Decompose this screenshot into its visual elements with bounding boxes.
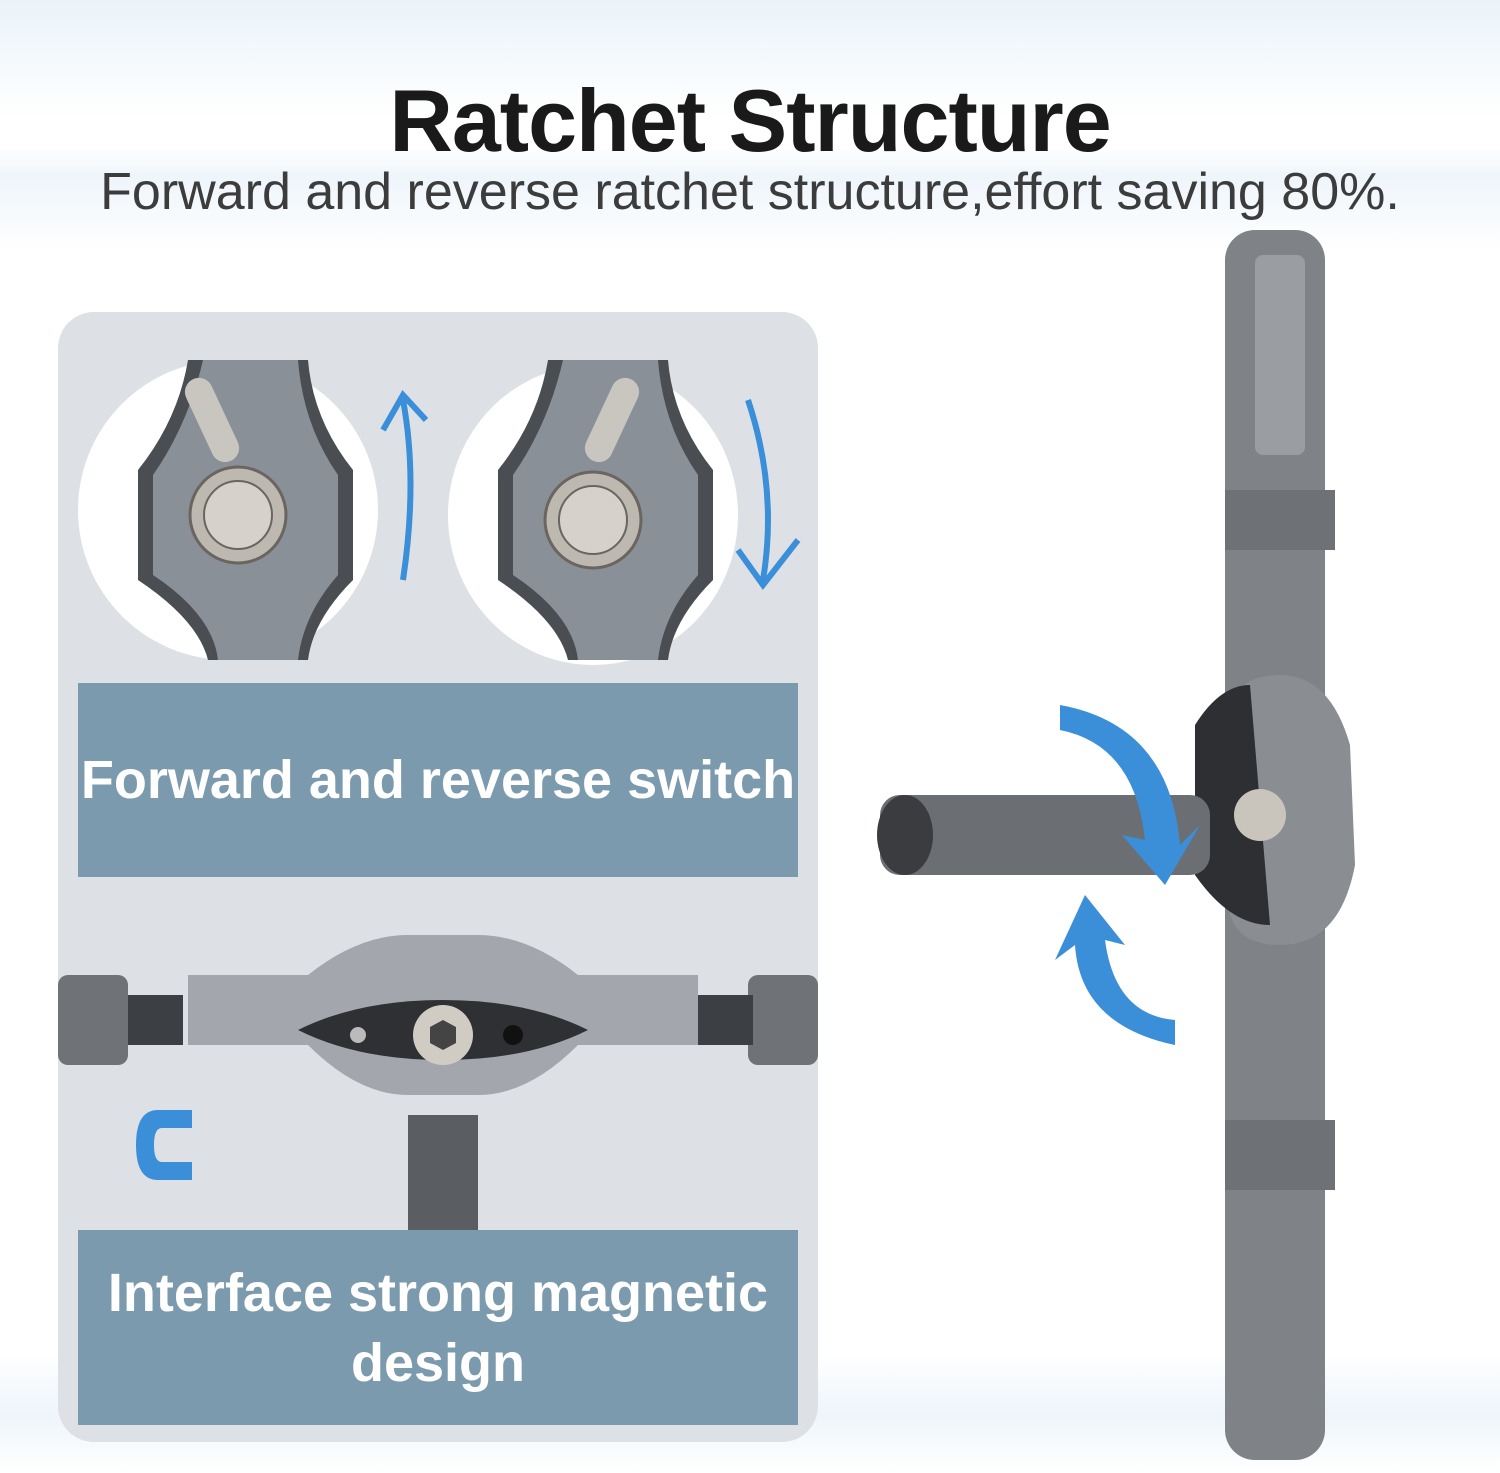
magnetic-interface-illustration bbox=[58, 935, 818, 1230]
reverse-closeup bbox=[448, 360, 738, 665]
ratchet-switch-closeups bbox=[78, 360, 801, 665]
page-subtitle: Forward and reverse ratchet structure,ef… bbox=[100, 163, 1400, 221]
t-handle-ratchet-product bbox=[877, 230, 1355, 1460]
rotation-arrow-down-icon bbox=[1060, 705, 1200, 885]
rotation-arrow-up-icon bbox=[1055, 895, 1175, 1045]
feature-label-magnetic: Interface strong magnetic design bbox=[78, 1230, 798, 1425]
magnet-icon bbox=[136, 1110, 178, 1180]
arrow-up-icon bbox=[380, 389, 429, 581]
page-title: Ratchet Structure bbox=[389, 71, 1111, 170]
feature-label-switch: Forward and reverse switch bbox=[78, 683, 798, 877]
forward-closeup bbox=[78, 360, 378, 660]
arrow-down-icon bbox=[735, 399, 801, 591]
